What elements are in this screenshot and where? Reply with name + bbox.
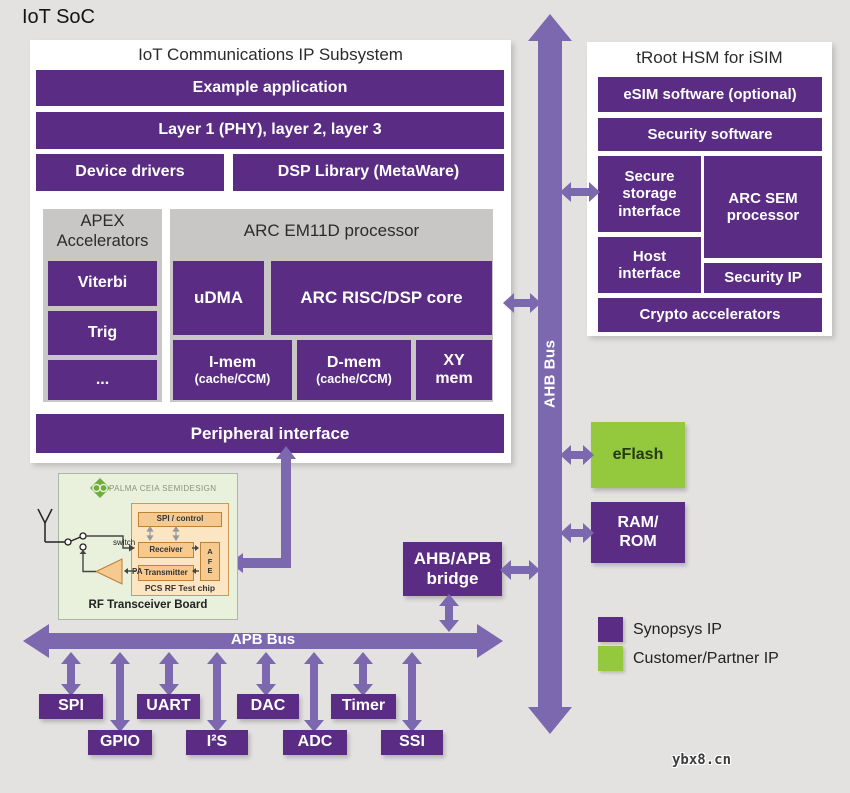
block-esim-software: eSIM software (optional): [598, 77, 822, 112]
page-title: IoT SoC: [22, 6, 95, 28]
apb-ssi-arrow: [401, 652, 423, 732]
block-arc-sem-processor: ARC SEM processor: [704, 156, 822, 258]
block-afe: A F E: [200, 542, 220, 581]
apb-bus-arrowhead-right: [477, 624, 503, 658]
block-ssi: SSI: [381, 730, 443, 755]
block-i2s: I²S: [186, 730, 248, 755]
block-ahb-apb-bridge: AHB/APB bridge: [403, 542, 502, 596]
block-adc: ADC: [283, 730, 347, 755]
apb-bus-label: APB Bus: [230, 631, 296, 648]
block-spi: SPI: [39, 694, 103, 719]
block-peripheral-interface: Peripheral interface: [36, 414, 504, 453]
dmem-sublabel: (cache/CCM): [316, 372, 392, 386]
block-xy-mem: XY mem: [416, 340, 492, 400]
spi-control-links: [146, 525, 180, 542]
apex-accelerators-panel: APEX Accelerators Viterbi Trig ...: [43, 209, 162, 402]
rf-schematic-graphics: [37, 478, 199, 585]
block-device-drivers: Device drivers: [36, 154, 224, 191]
troot-hsm-panel: tRoot HSM for iSIM eSIM software (option…: [587, 42, 832, 336]
antenna-icon: [37, 508, 65, 543]
arc-em11d-panel: ARC EM11D processor uDMA ARC RISC/DSP co…: [170, 209, 493, 402]
block-transmitter: Transmitter: [138, 565, 194, 581]
imem-label: I-mem: [208, 353, 257, 371]
arrowhead-up: [276, 446, 296, 459]
legend-swatch-partner: [598, 646, 623, 671]
apb-bus-shaft: [48, 633, 478, 649]
rf-transceiver-board-panel: PALMA CEIA SEMIDESIGN SPI / control Rece…: [58, 473, 238, 620]
rf-pa-label: PA: [132, 567, 143, 576]
imem-sublabel: (cache/CCM): [194, 372, 271, 386]
block-arc-core: ARC RISC/DSP core: [271, 261, 492, 335]
ahb-bus-arrowhead-bottom: [528, 707, 572, 734]
block-ram-rom: RAM/ ROM: [591, 502, 685, 563]
legend-label-synopsys: Synopsys IP: [633, 620, 722, 638]
block-udma: uDMA: [173, 261, 264, 335]
apb-adc-arrow: [303, 652, 325, 732]
chip-label: PCS RF Test chip: [144, 583, 216, 593]
apb-bus: APB Bus: [23, 624, 503, 658]
rf-board-label: RF Transceiver Board: [88, 599, 208, 611]
block-imem: I-mem(cache/CCM): [173, 340, 292, 400]
block-dmem: D-mem(cache/CCM): [297, 340, 411, 400]
block-viterbi: Viterbi: [48, 261, 157, 306]
block-timer: Timer: [331, 694, 396, 719]
block-example-application: Example application: [36, 70, 504, 106]
block-dac: DAC: [237, 694, 299, 719]
block-secure-storage-interface: Secure storage interface: [598, 156, 701, 232]
block-security-software: Security software: [598, 118, 822, 151]
block-spi-control: SPI / control: [138, 512, 222, 527]
arrow-segment-horizontal: [243, 558, 291, 568]
legend-label-partner: Customer/Partner IP: [633, 649, 779, 667]
subsystem-title: IoT Communications IP Subsystem: [138, 45, 403, 64]
apb-dac-arrow: [255, 652, 277, 696]
ahb-bus-shaft: [538, 39, 562, 709]
apb-gpio-arrow: [109, 652, 131, 732]
pa-amplifier-icon: [94, 558, 123, 585]
dmem-label: D-mem: [326, 353, 382, 371]
legend-swatch-synopsys: [598, 617, 623, 642]
ahb-ram-arrow: [560, 522, 594, 544]
apb-timer-arrow: [352, 652, 374, 696]
rf-switch-icon: [70, 532, 87, 551]
apb-i2s-arrow: [206, 652, 228, 732]
watermark: ybx8.cn: [672, 752, 732, 768]
ahb-bus-label: AHB Bus: [541, 339, 559, 409]
block-crypto-accelerators: Crypto accelerators: [598, 298, 822, 332]
apex-title: APEX Accelerators: [56, 212, 149, 250]
apb-uart-arrow: [158, 652, 180, 696]
block-dsp-library: DSP Library (MetaWare): [233, 154, 504, 191]
subsystem-panel: IoT Communications IP Subsystem Example …: [30, 40, 511, 463]
ahb-bus-arrowhead-top: [528, 14, 572, 41]
apb-bus-arrowhead-left: [23, 624, 49, 658]
ahb-bus: AHB Bus: [528, 14, 572, 734]
troot-title: tRoot HSM for iSIM: [636, 48, 783, 67]
rf-switch-label: switch: [113, 538, 136, 547]
block-host-interface: Host interface: [598, 237, 701, 293]
block-uart: UART: [137, 694, 200, 719]
block-trig: Trig: [48, 311, 157, 355]
ahb-eflash-arrow: [560, 444, 594, 466]
block-layers: Layer 1 (PHY), layer 2, layer 3: [36, 112, 504, 149]
block-apex-more: ...: [48, 360, 157, 400]
rf-vendor-label: PALMA CEIA SEMIDESIGN: [109, 484, 217, 493]
block-gpio: GPIO: [88, 730, 152, 755]
block-security-ip: Security IP: [704, 263, 822, 293]
apb-spi-arrow: [60, 652, 82, 696]
arrow-segment-vertical: [281, 458, 291, 568]
arc-title: ARC EM11D processor: [243, 221, 420, 240]
subsystem-ahb-arrow: [503, 292, 541, 314]
pcs-rf-testchip: SPI / control Receiver Transmitter A F E…: [131, 503, 229, 596]
bridge-apb-arrow: [438, 594, 460, 632]
ahb-bridge-arrow: [500, 559, 540, 581]
ahb-troot-arrow: [560, 181, 600, 203]
block-eflash: eFlash: [591, 422, 685, 488]
block-receiver: Receiver: [138, 542, 194, 558]
